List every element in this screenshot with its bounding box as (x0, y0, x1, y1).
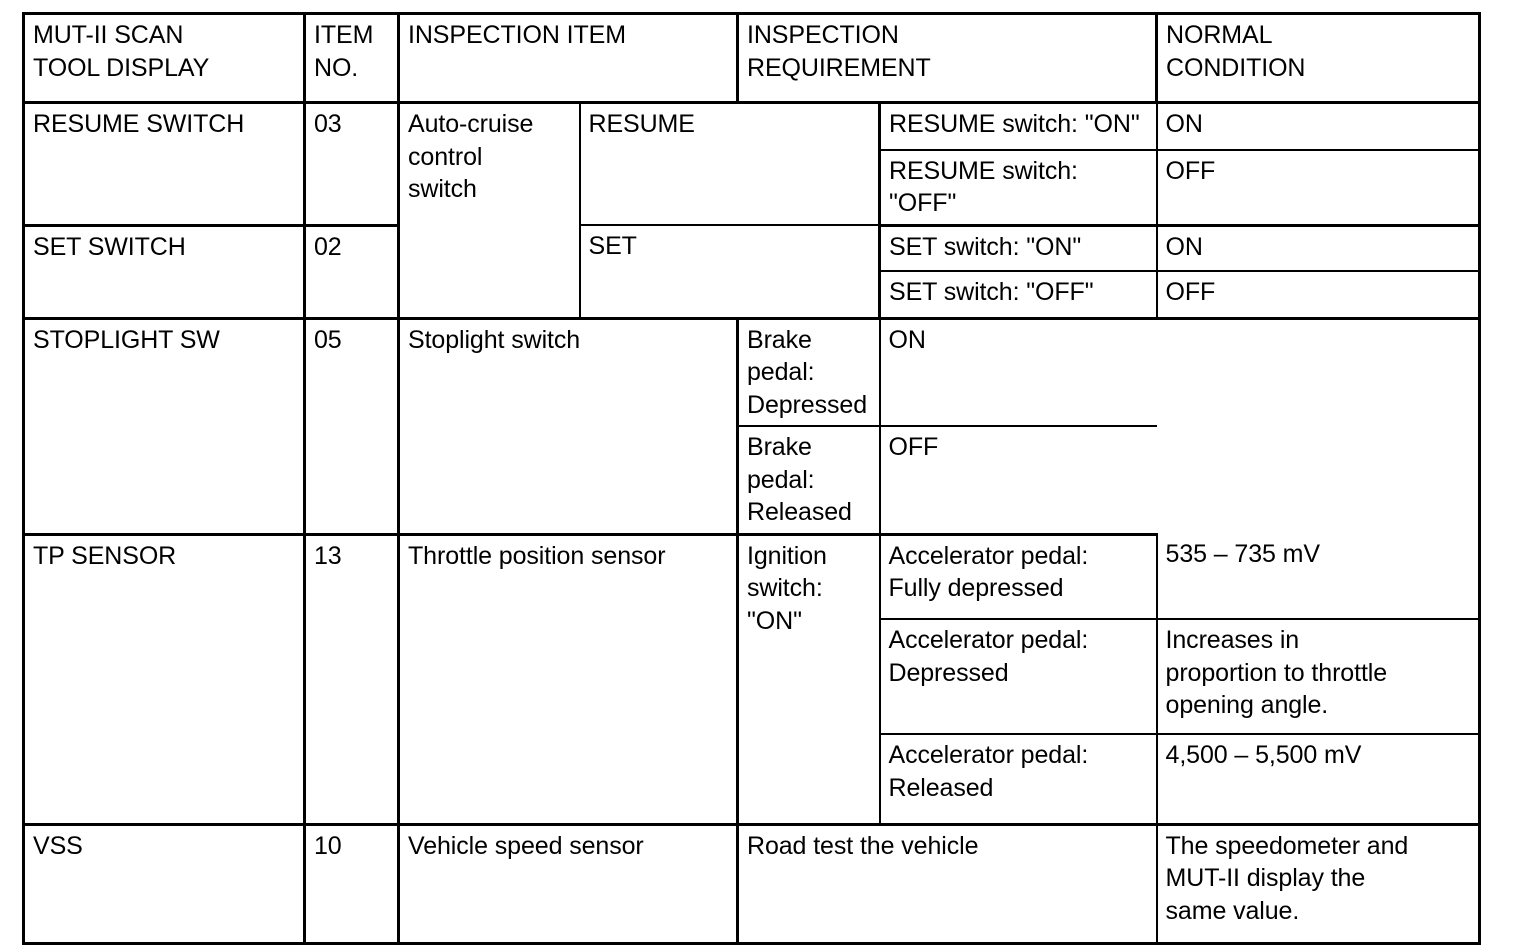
cell-normal-condition: ON (1156, 102, 1480, 151)
table-row: VSS 10 Vehicle speed sensor Road test th… (23, 822, 1480, 943)
cell-inspection-requirement: Accelerator pedal: Released (879, 734, 1158, 826)
table-row: RESUME switch: "OFF" OFF (24, 149, 1480, 227)
cell-normal-condition: ON (879, 318, 1157, 427)
cell-scan-tool-display: TP SENSOR (23, 532, 306, 824)
cell-inspection-requirement: SET switch: "ON" (879, 225, 1158, 272)
table-row: SET SWITCH 02 SET SET switch: "ON" ON (23, 223, 1480, 320)
cell-normal-condition: OFF (1156, 149, 1480, 227)
cell-inspection-item: Throttle position sensor (398, 532, 739, 826)
cell-item-no: 03 (304, 102, 400, 225)
column-header-inspection-item: INSPECTION ITEM (398, 13, 739, 104)
cell-scan-tool-display: SET SWITCH (23, 223, 306, 318)
cell-item-no: 10 (304, 822, 400, 943)
table-row: Brake pedal: Released OFF (24, 426, 1480, 536)
cell-inspection-condition: Ignition switch: "ON" (737, 532, 881, 826)
cell-inspection-requirement: Accelerator pedal: Depressed (879, 619, 1158, 735)
table-row: SET switch: "OFF" OFF (24, 271, 1480, 320)
cell-inspection-item: Vehicle speed sensor (398, 822, 739, 943)
cell-normal-condition: Increases in proportion to throttle open… (1156, 619, 1480, 735)
cell-item-no: 02 (304, 223, 400, 318)
cell-scan-tool-display: STOPLIGHT SW (23, 316, 306, 534)
table-row: TP SENSOR 13 Throttle position sensor Ig… (23, 532, 1480, 826)
column-header-normal-condition: NORMAL CONDITION (1156, 13, 1480, 104)
inspection-specification-table: MUT-II SCAN TOOL DISPLAY ITEM NO. INSPEC… (22, 12, 1482, 945)
cell-inspection-sub-item: SET (579, 224, 881, 320)
column-header-scan-tool-display: MUT-II SCAN TOOL DISPLAY (23, 13, 306, 104)
cell-item-no: 05 (304, 316, 400, 534)
cell-inspection-requirement: SET switch: "OFF" (879, 271, 1158, 320)
specification-sheet: MUT-II SCAN TOOL DISPLAY ITEM NO. INSPEC… (22, 12, 1482, 945)
cell-normal-condition: OFF (879, 426, 1157, 536)
table-row: RESUME SWITCH 03 Auto-cruise control swi… (23, 102, 1480, 320)
cell-inspection-requirement: Brake pedal: Released (737, 426, 881, 536)
column-header-inspection-requirement: INSPECTION REQUIREMENT (737, 13, 1159, 104)
cell-inspection-requirement: Accelerator pedal: Fully depressed (879, 534, 1158, 620)
cell-normal-condition: ON (1156, 225, 1480, 272)
table-row: STOPLIGHT SW 05 Stoplight switch Brake p… (23, 316, 1480, 536)
table-row: Accelerator pedal: Depressed Increases i… (24, 619, 1480, 735)
cell-normal-condition: The speedometer and MUT-II display the s… (1156, 822, 1480, 943)
cell-inspection-requirement: RESUME switch: "ON" (879, 102, 1158, 151)
cell-inspection-sub-item: RESUME (579, 102, 881, 225)
cell-inspection-item: Stoplight switch (398, 316, 739, 536)
cell-normal-condition: OFF (1156, 271, 1480, 320)
column-header-item-no: ITEM NO. (304, 13, 400, 104)
cell-inspection-requirement: Road test the vehicle (737, 822, 1158, 943)
cell-normal-condition: 535 – 735 mV (1156, 534, 1480, 620)
cell-scan-tool-display: VSS (23, 822, 306, 943)
table-header-row: MUT-II SCAN TOOL DISPLAY ITEM NO. INSPEC… (23, 13, 1480, 104)
cell-scan-tool-display: RESUME SWITCH (23, 102, 306, 225)
cell-normal-condition: 4,500 – 5,500 mV (1156, 734, 1480, 826)
cell-item-no: 13 (304, 532, 400, 824)
cell-inspection-requirement: Brake pedal: Depressed (737, 318, 881, 427)
cell-inspection-requirement: RESUME switch: "OFF" (879, 149, 1158, 227)
cell-inspection-item: Auto-cruise control switch (398, 102, 581, 320)
